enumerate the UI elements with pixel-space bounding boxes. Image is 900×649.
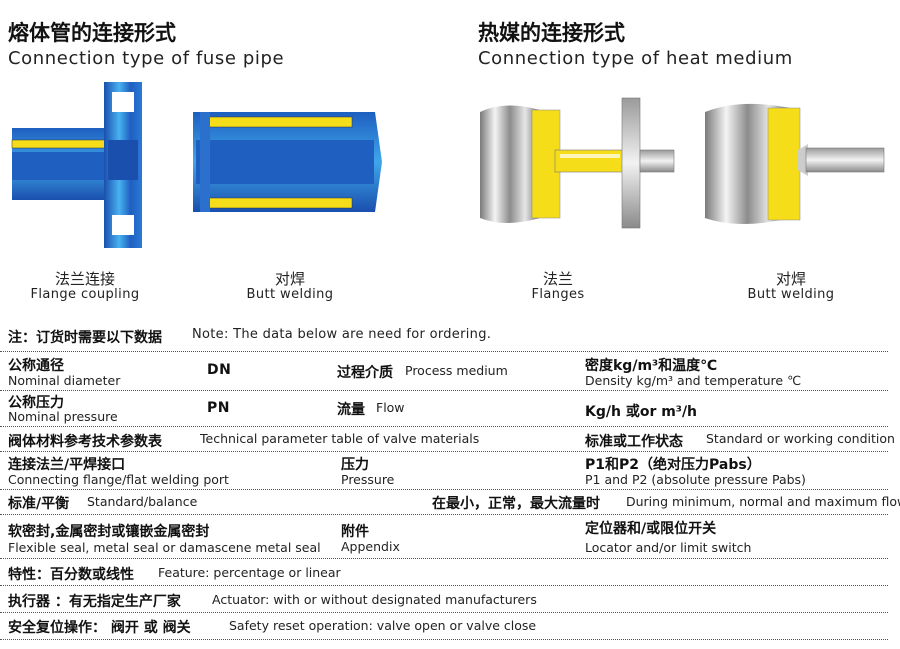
ordering-note-en: Note: The data below are need for orderi… — [192, 327, 492, 342]
nominal-pressure-code: PN — [207, 400, 230, 416]
nominal-pressure-en: Nominal pressure — [8, 409, 118, 424]
flow-range-en: During minimum, normal and maximum flow — [626, 494, 900, 509]
flanges-heat-diagram — [480, 97, 675, 229]
nominal-pressure-cn: 公称压力 — [8, 395, 64, 411]
seal-type-cn: 软密封,金属密封或镶嵌金属密封 — [8, 524, 210, 540]
flow-en: Flow — [376, 400, 405, 415]
butt-welding-fuse-diagram — [193, 112, 382, 212]
nominal-diameter-code: DN — [207, 362, 232, 378]
left-section-title-en: Connection type of fuse pipe — [8, 48, 285, 69]
standard-balance-en: Standard/balance — [87, 494, 198, 509]
ordering-note-cn: 注：订货时需要以下数据 — [8, 330, 162, 346]
table-separator — [0, 639, 888, 640]
working-condition-cn: 标准或工作状态 — [585, 434, 683, 450]
actuator-cn: 执行器 ：有无指定生产厂家 — [8, 594, 181, 610]
density-temperature-cn: 密度kg/m³和温度℃ — [585, 358, 718, 374]
connecting-flange-cn: 连接法兰/平焊接口 — [8, 457, 126, 473]
table-separator — [0, 558, 888, 559]
table-separator — [0, 612, 888, 613]
butt-welding-heat-diagram — [705, 103, 885, 224]
table-separator — [0, 390, 888, 391]
locator-switch-cn: 定位器和/或限位开关 — [585, 521, 717, 537]
pressure-cn: 压力 — [341, 457, 369, 473]
locator-switch-en: Locator and/or limit switch — [585, 540, 752, 555]
valve-material-table-en: Technical parameter table of valve mater… — [200, 431, 480, 446]
connection-diagrams — [11, 82, 885, 248]
flow-cn: 流量 — [337, 402, 365, 418]
table-separator — [0, 351, 888, 352]
flow-units: Kg/h 或or m³/h — [585, 404, 698, 420]
standard-balance-cn: 标准/平衡 — [8, 496, 70, 512]
appendix-en: Appendix — [341, 539, 400, 554]
caption-flanges-en: Flanges — [531, 287, 585, 302]
left-section-title-cn: 熔体管的连接形式 — [8, 21, 176, 45]
caption-flange-coupling-cn: 法兰连接 — [54, 270, 115, 288]
valve-material-table-cn: 阀体材料参考技术参数表 — [8, 434, 162, 450]
connecting-flange-en: Connecting flange/flat welding port — [8, 472, 229, 487]
nominal-diameter-cn: 公称通径 — [8, 358, 64, 374]
table-separator — [0, 451, 888, 452]
table-separator — [0, 514, 888, 515]
caption-butt-welding-fuse-cn: 对焊 — [274, 270, 305, 288]
table-separator — [0, 489, 888, 490]
actuator-en: Actuator: with or without designated man… — [212, 592, 537, 607]
feature-en: Feature: percentage or linear — [158, 565, 341, 580]
caption-flange-coupling-en: Flange coupling — [30, 287, 140, 302]
caption-butt-welding-heat-en: Butt welding — [747, 287, 835, 302]
right-section-title-en: Connection type of heat medium — [478, 48, 793, 69]
caption-butt-welding-heat-cn: 对焊 — [775, 270, 806, 288]
safety-reset-en: Safety reset operation: valve open or va… — [229, 618, 537, 633]
feature-cn: 特性：百分数或线性 — [8, 567, 134, 583]
process-medium-en: Process medium — [405, 363, 508, 378]
appendix-cn: 附件 — [341, 524, 369, 540]
safety-reset-cn: 安全复位操作： 阀开 或 阀关 — [8, 620, 191, 636]
flow-range-cn: 在最小，正常，最大流量时 — [432, 496, 600, 512]
working-condition-en: Standard or working condition — [706, 431, 895, 446]
density-temperature-en: Density kg/m³ and temperature ℃ — [585, 373, 802, 388]
seal-type-en: Flexible seal, metal seal or damascene m… — [8, 540, 321, 555]
table-separator — [0, 585, 888, 586]
pressure-en: Pressure — [341, 472, 395, 487]
caption-flanges-cn: 法兰 — [542, 270, 573, 288]
absolute-pressure-cn: P1和P2（绝对压力Pabs） — [585, 457, 761, 473]
nominal-diameter-en: Nominal diameter — [8, 373, 121, 388]
absolute-pressure-en: P1 and P2 (absolute pressure Pabs) — [585, 472, 806, 487]
right-section-title-cn: 热媒的连接形式 — [478, 21, 625, 45]
flange-coupling-diagram — [11, 82, 142, 248]
process-medium-cn: 过程介质 — [337, 365, 393, 381]
table-separator — [0, 426, 888, 427]
caption-butt-welding-fuse-en: Butt welding — [246, 287, 334, 302]
